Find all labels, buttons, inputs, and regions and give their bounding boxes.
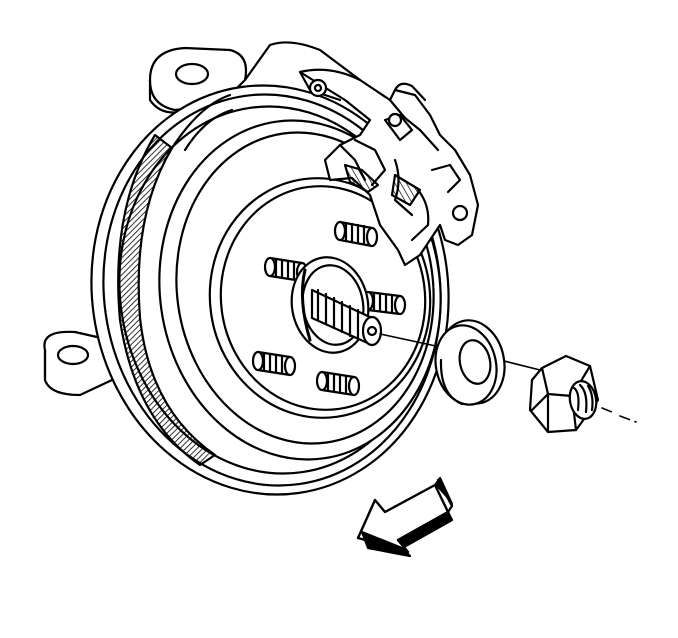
hex-nut: [528, 354, 600, 434]
brake-caliper: [298, 68, 480, 267]
flat-washer: [434, 319, 506, 406]
assembly-centerline: [379, 333, 637, 423]
wheel-stud: [333, 220, 379, 248]
arrow-icon: [356, 476, 454, 558]
threaded-spindle: [310, 288, 383, 347]
wheel-stud: [315, 370, 361, 397]
wheel-stud: [251, 350, 297, 377]
knuckle-lower-ear: [43, 330, 117, 397]
